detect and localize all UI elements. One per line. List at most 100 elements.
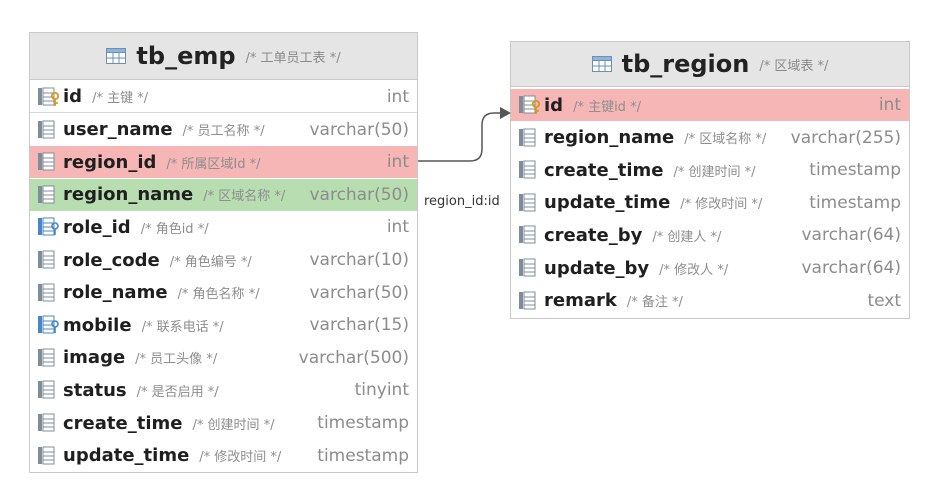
column-row-remark[interactable]: remark /* 备注 */ text	[511, 285, 909, 317]
column-name: image	[63, 347, 126, 369]
column-type: timestamp	[317, 445, 409, 466]
table-title: tb_region	[621, 50, 750, 78]
column-type: varchar(50)	[309, 184, 409, 205]
column-row-create-time[interactable]: create_time /* 创建时间 */ timestamp	[30, 407, 417, 439]
column-row-create-time[interactable]: create_time /* 创建时间 */ timestamp	[511, 154, 909, 186]
column-icon	[37, 283, 61, 303]
column-comment: /* 创建时间 */	[673, 164, 756, 180]
relation-label: region_id:id	[424, 194, 500, 209]
table-title: tb_emp	[136, 42, 236, 70]
column-name: create_time	[544, 159, 664, 181]
column-row-update-time[interactable]: update_time /* 修改时间 */ timestamp	[511, 187, 909, 219]
column-name: update_by	[544, 257, 650, 279]
column-name: id	[63, 86, 83, 107]
tb-region-header[interactable]: tb_region /* 区域表 */	[511, 42, 909, 87]
column-icon	[518, 128, 542, 148]
column-icon	[37, 152, 61, 172]
column-row-id[interactable]: id/* 主键id */int	[511, 89, 909, 121]
column-row-image[interactable]: image/* 员工头像 */varchar(500)	[30, 342, 417, 374]
primary-key-icon	[518, 95, 542, 115]
column-name: create_time	[63, 412, 183, 434]
column-icon	[37, 250, 61, 270]
column-name: region_id	[63, 151, 157, 173]
column-name: role_id	[63, 216, 131, 238]
column-icon	[37, 120, 61, 140]
column-type: int	[386, 152, 409, 173]
column-row-role-id[interactable]: role_id/* 角色id */int	[30, 211, 417, 243]
column-type: int	[878, 95, 901, 115]
column-name: role_code	[63, 249, 160, 271]
column-comment: /* 联系电话 */	[141, 319, 224, 335]
relation-line[interactable]	[418, 112, 500, 162]
column-row-role-code[interactable]: role_code /* 角色编号 */ varchar(10)	[30, 244, 417, 276]
column-comment: /* 是否启用 */	[136, 384, 219, 400]
column-row-region-name[interactable]: region_name /* 区域名称 */ varchar(255)	[511, 122, 909, 154]
table-icon	[591, 56, 612, 72]
table-icon	[106, 48, 127, 64]
column-comment: /* 备注 */	[626, 295, 683, 311]
column-icon	[518, 160, 542, 180]
column-icon	[37, 185, 61, 205]
column-row-status[interactable]: status /* 是否启用 */ tinyint	[30, 374, 417, 406]
column-icon	[37, 348, 61, 368]
column-row-role-name[interactable]: role_name/* 角色名称 */varchar(50)	[30, 277, 417, 309]
column-comment: /* 区域名称 */	[203, 189, 286, 205]
index-column-icon	[37, 217, 61, 237]
column-icon	[37, 413, 61, 433]
column-comment: /* 所属区域Id */	[166, 156, 261, 172]
tb-emp-header[interactable]: tb_emp /* 工单员工表 */	[30, 33, 417, 80]
column-row-user-name[interactable]: user_name /* 员工名称 */ varchar(50)	[30, 114, 417, 146]
column-type: varchar(50)	[309, 282, 409, 303]
arrow-head-icon	[500, 107, 511, 119]
column-name: mobile	[63, 314, 132, 336]
column-type: varchar(255)	[790, 127, 901, 148]
table-comment: /* 工单员工表 */	[245, 50, 341, 66]
column-row-id[interactable]: id/* 主键 */int	[30, 81, 417, 113]
column-comment: /* 角色编号 */	[169, 254, 252, 270]
column-icon	[518, 225, 542, 245]
primary-key-icon	[37, 87, 61, 107]
column-comment: /* 创建人 */	[652, 229, 722, 245]
column-icon	[518, 193, 542, 213]
column-name: region_name	[544, 127, 675, 149]
column-comment: /* 角色名称 */	[177, 287, 260, 303]
column-comment: /* 主键id */	[573, 99, 641, 115]
column-comment: /* 员工名称 */	[182, 124, 265, 140]
column-row-region-name[interactable]: region_name /* 区域名称 */ varchar(50)	[30, 178, 417, 211]
column-name: remark	[544, 290, 617, 312]
column-comment: /* 修改人 */	[659, 262, 729, 278]
column-type: int	[386, 217, 409, 238]
column-name: region_name	[63, 184, 194, 206]
column-type: text	[867, 290, 901, 311]
column-name: user_name	[63, 119, 173, 141]
column-row-mobile[interactable]: mobile /* 联系电话 */ varchar(15)	[30, 309, 417, 341]
column-comment: /* 区域名称 */	[684, 132, 767, 148]
column-name: update_time	[544, 192, 671, 214]
column-type: varchar(15)	[309, 315, 409, 336]
column-name: update_time	[63, 445, 190, 467]
column-row-update-by[interactable]: update_by/* 修改人 */varchar(64)	[511, 252, 909, 284]
column-type: varchar(10)	[309, 250, 409, 270]
column-type: varchar(50)	[309, 119, 409, 140]
column-icon	[37, 446, 61, 466]
table-comment: /* 区域表 */	[759, 58, 829, 74]
column-comment: /* 修改时间 */	[199, 450, 282, 466]
column-type: timestamp	[809, 192, 901, 213]
column-type: timestamp	[809, 160, 901, 181]
column-type: int	[386, 86, 409, 107]
column-row-region-id[interactable]: region_id /* 所属区域Id */ int	[30, 146, 417, 179]
column-type: tinyint	[354, 380, 409, 401]
column-icon	[37, 380, 61, 400]
column-row-update-time[interactable]: update_time /* 修改时间 */ timestamp	[30, 440, 417, 472]
column-icon	[518, 291, 542, 311]
column-comment: /* 修改时间 */	[680, 197, 763, 213]
column-type: timestamp	[317, 413, 409, 433]
column-type: varchar(500)	[298, 347, 409, 368]
column-name: status	[63, 379, 127, 401]
column-row-create-by[interactable]: create_by/* 创建人 */varchar(64)	[511, 219, 909, 251]
column-comment: /* 创建时间 */	[192, 417, 275, 433]
column-name: create_by	[544, 224, 643, 246]
